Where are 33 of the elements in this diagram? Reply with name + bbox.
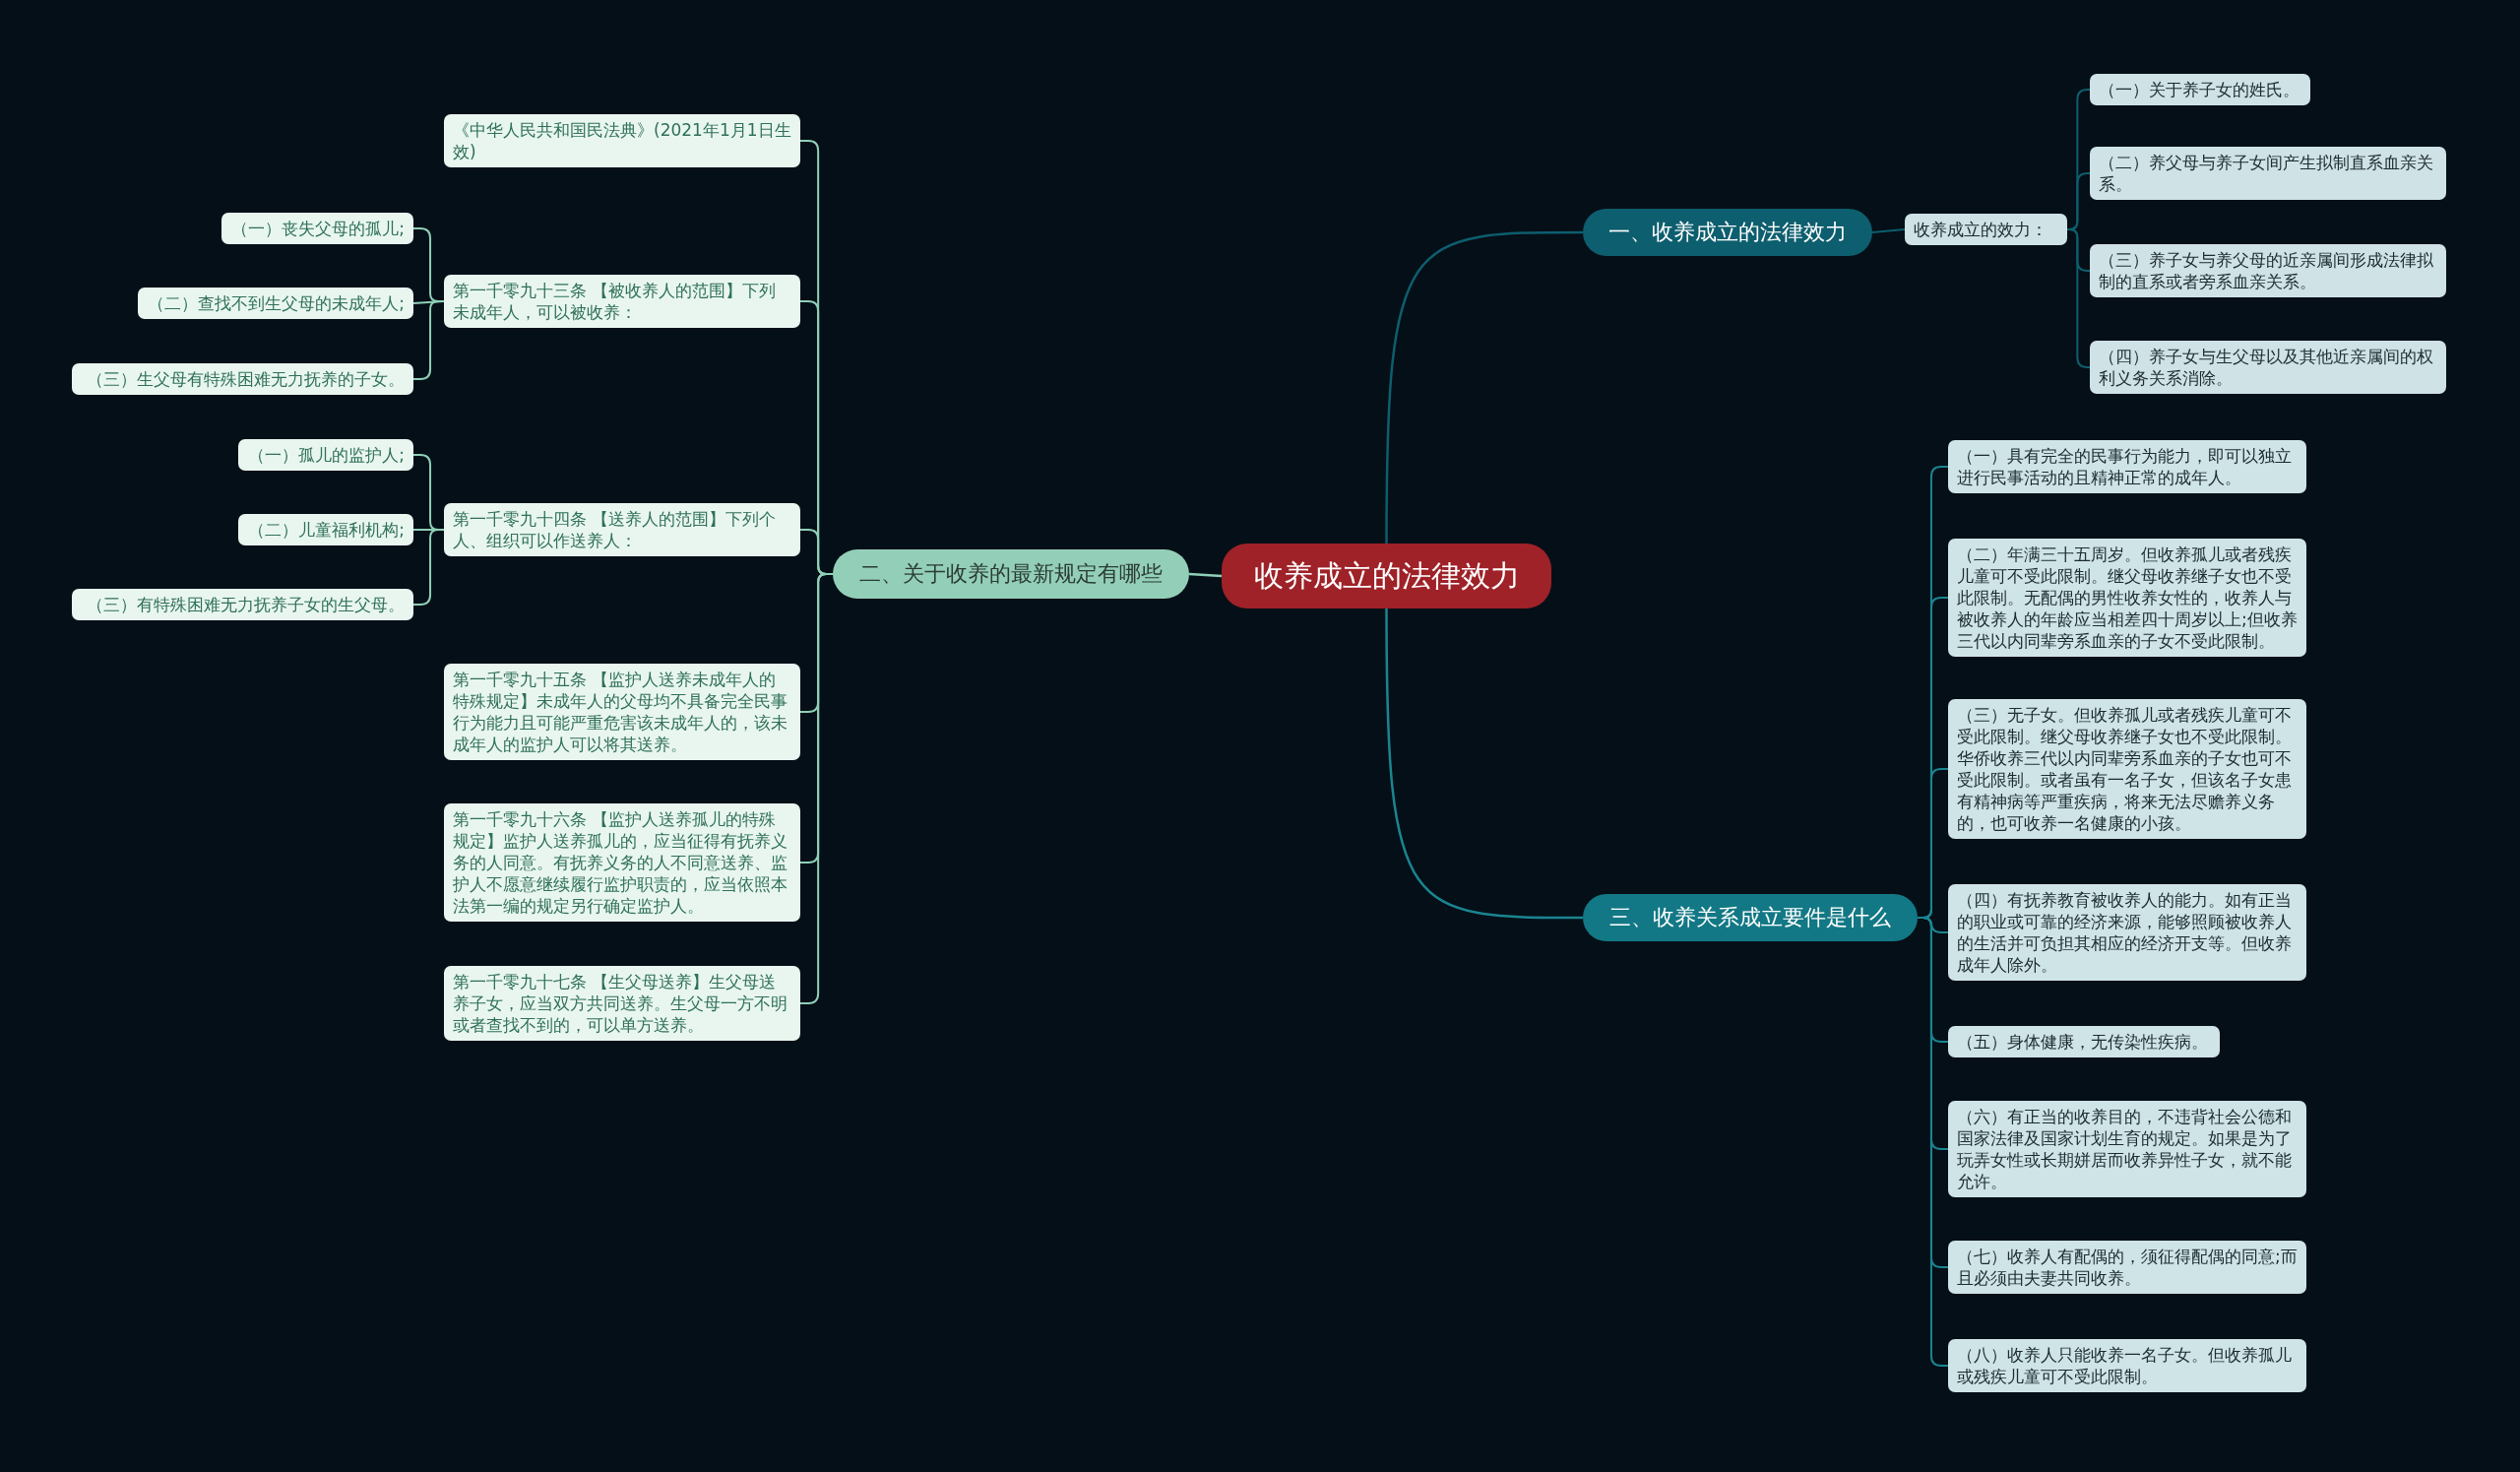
subtopic-box: （五）身体健康，无传染性疾病。 xyxy=(1948,1026,2220,1057)
branch-topic: 一、收养成立的法律效力 xyxy=(1583,209,1872,256)
subtopic-box: （三）无子女。但收养孤儿或者残疾儿童可不受此限制。继父母收养继子女也不受此限制。华侨收养三代以内同辈旁系血亲的子女也可不受此限制。或者虽有一名子女，但该名子女患有精神病等严重疾病，将来无法尽赡养义务的，也可收养一名健康的小孩。 xyxy=(1948,699,2306,839)
subtopic-box: （二）养父母与养子女间产生拟制直系血亲关系。 xyxy=(2090,147,2446,200)
subtopic-box: （三）生父母有特殊困难无力抚养的子女。 xyxy=(72,363,413,395)
subtopic-box: （一）具有完全的民事行为能力，即可以独立进行民事活动的且精神正常的成年人。 xyxy=(1948,440,2306,493)
subtopic-box: 收养成立的效力： xyxy=(1905,214,2067,245)
subtopic-box: 第一千零九十五条 【监护人送养未成年人的特殊规定】未成年人的父母均不具备完全民事行为能力且可能严重危害该未成年人的，该未成年人的监护人可以将其送养。 xyxy=(444,664,800,760)
subtopic-box: （二）儿童福利机构; xyxy=(238,514,413,545)
subtopic-box: （一）孤儿的监护人; xyxy=(238,439,413,471)
subtopic-box: （六）有正当的收养目的，不违背社会公德和国家法律及国家计划生育的规定。如果是为了玩弄女性或长期姘居而收养异性子女，就不能允许。 xyxy=(1948,1101,2306,1197)
subtopic-box: 第一千零九十四条 【送养人的范围】下列个人、组织可以作送养人： xyxy=(444,503,800,556)
branch-topic: 二、关于收养的最新规定有哪些 xyxy=(833,549,1189,599)
subtopic-box: 第一千零九十六条 【监护人送养孤儿的特殊规定】监护人送养孤儿的，应当征得有抚养义务的人同意。有抚养义务的人不同意送养、监护人不愿意继续履行监护职责的，应当依照本法第一编的规定另行确定监护人。 xyxy=(444,803,800,922)
connector-line xyxy=(1188,572,1223,578)
subtopic-box: （三）有特殊困难无力抚养子女的生父母。 xyxy=(72,589,413,620)
subtopic-box: 《中华人民共和国民法典》(2021年1月1日生效) xyxy=(444,114,800,167)
central-topic: 收养成立的法律效力 xyxy=(1222,544,1551,608)
subtopic-box: （一）关于养子女的姓氏。 xyxy=(2090,74,2310,105)
subtopic-box: （二）年满三十五周岁。但收养孤儿或者残疾儿童可不受此限制。继父母收养继子女也不受此限制。无配偶的男性收养女性的，收养人与被收养人的年龄应当相差四十周岁以上;但收养三代以内同辈旁系血亲的子女不受此限制。 xyxy=(1948,539,2306,657)
connector-line xyxy=(1385,608,1583,920)
subtopic-box: （八）收养人只能收养一名子女。但收养孤儿或残疾儿童可不受此限制。 xyxy=(1948,1339,2306,1392)
subtopic-box: （一）丧失父母的孤儿; xyxy=(221,213,413,244)
connector-line xyxy=(1385,230,1583,544)
subtopic-box: （四）有抚养教育被收养人的能力。如有正当的职业或可靠的经济来源，能够照顾被收养人的生活并可负担其相应的经济开支等。但收养成年人除外。 xyxy=(1948,884,2306,981)
subtopic-box: （二）查找不到生父母的未成年人; xyxy=(138,288,413,319)
subtopic-box: 第一千零九十七条 【生父母送养】生父母送养子女，应当双方共同送养。生父母一方不明或者查找不到的，可以单方送养。 xyxy=(444,966,800,1041)
subtopic-box: 第一千零九十三条 【被收养人的范围】下列未成年人，可以被收养： xyxy=(444,275,800,328)
subtopic-box: （七）收养人有配偶的，须征得配偶的同意;而且必须由夫妻共同收养。 xyxy=(1948,1241,2306,1294)
connector-line xyxy=(1871,228,1906,233)
subtopic-box: （四）养子女与生父母以及其他近亲属间的权利义务关系消除。 xyxy=(2090,341,2446,394)
subtopic-box: （三）养子女与养父母的近亲属间形成法律拟制的直系或者旁系血亲关系。 xyxy=(2090,244,2446,297)
branch-topic: 三、收养关系成立要件是什么 xyxy=(1583,894,1918,941)
